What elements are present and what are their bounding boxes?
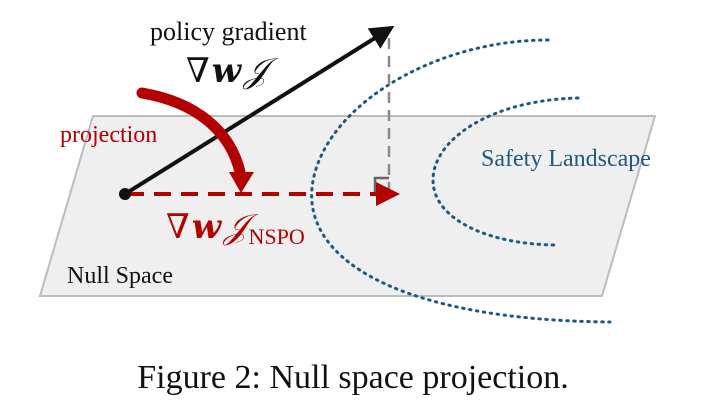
policy-gradient-label: policy gradient (150, 17, 307, 46)
gradient-symbol: ∇w𝒥 (186, 51, 279, 91)
right-angle-marker (373, 176, 389, 194)
nspo-w-glyph: w (192, 207, 223, 247)
w-glyph: w (212, 51, 243, 91)
safety-contour-inner (431, 96, 580, 247)
policy-gradient-arrow (123, 25, 395, 196)
safety-contour-outer (310, 38, 612, 324)
projection-label: projection (60, 122, 157, 148)
origin-point (119, 188, 131, 200)
projection-curved-arrow (136, 87, 246, 178)
nspo-gradient-symbol: ∇w𝒥NSPO (166, 207, 305, 249)
safety-landscape-label: Safety Landscape (481, 146, 651, 172)
nspo-subscript: NSPO (249, 224, 305, 249)
nabla-glyph: ∇ (186, 51, 210, 91)
null-space-label: Null Space (67, 263, 173, 289)
nspo-nabla-glyph: ∇ (166, 207, 190, 247)
figure-caption: Figure 2: Null space projection. (137, 359, 569, 396)
j-glyph: 𝒥 (242, 51, 279, 91)
projection-arrowhead (229, 172, 254, 193)
